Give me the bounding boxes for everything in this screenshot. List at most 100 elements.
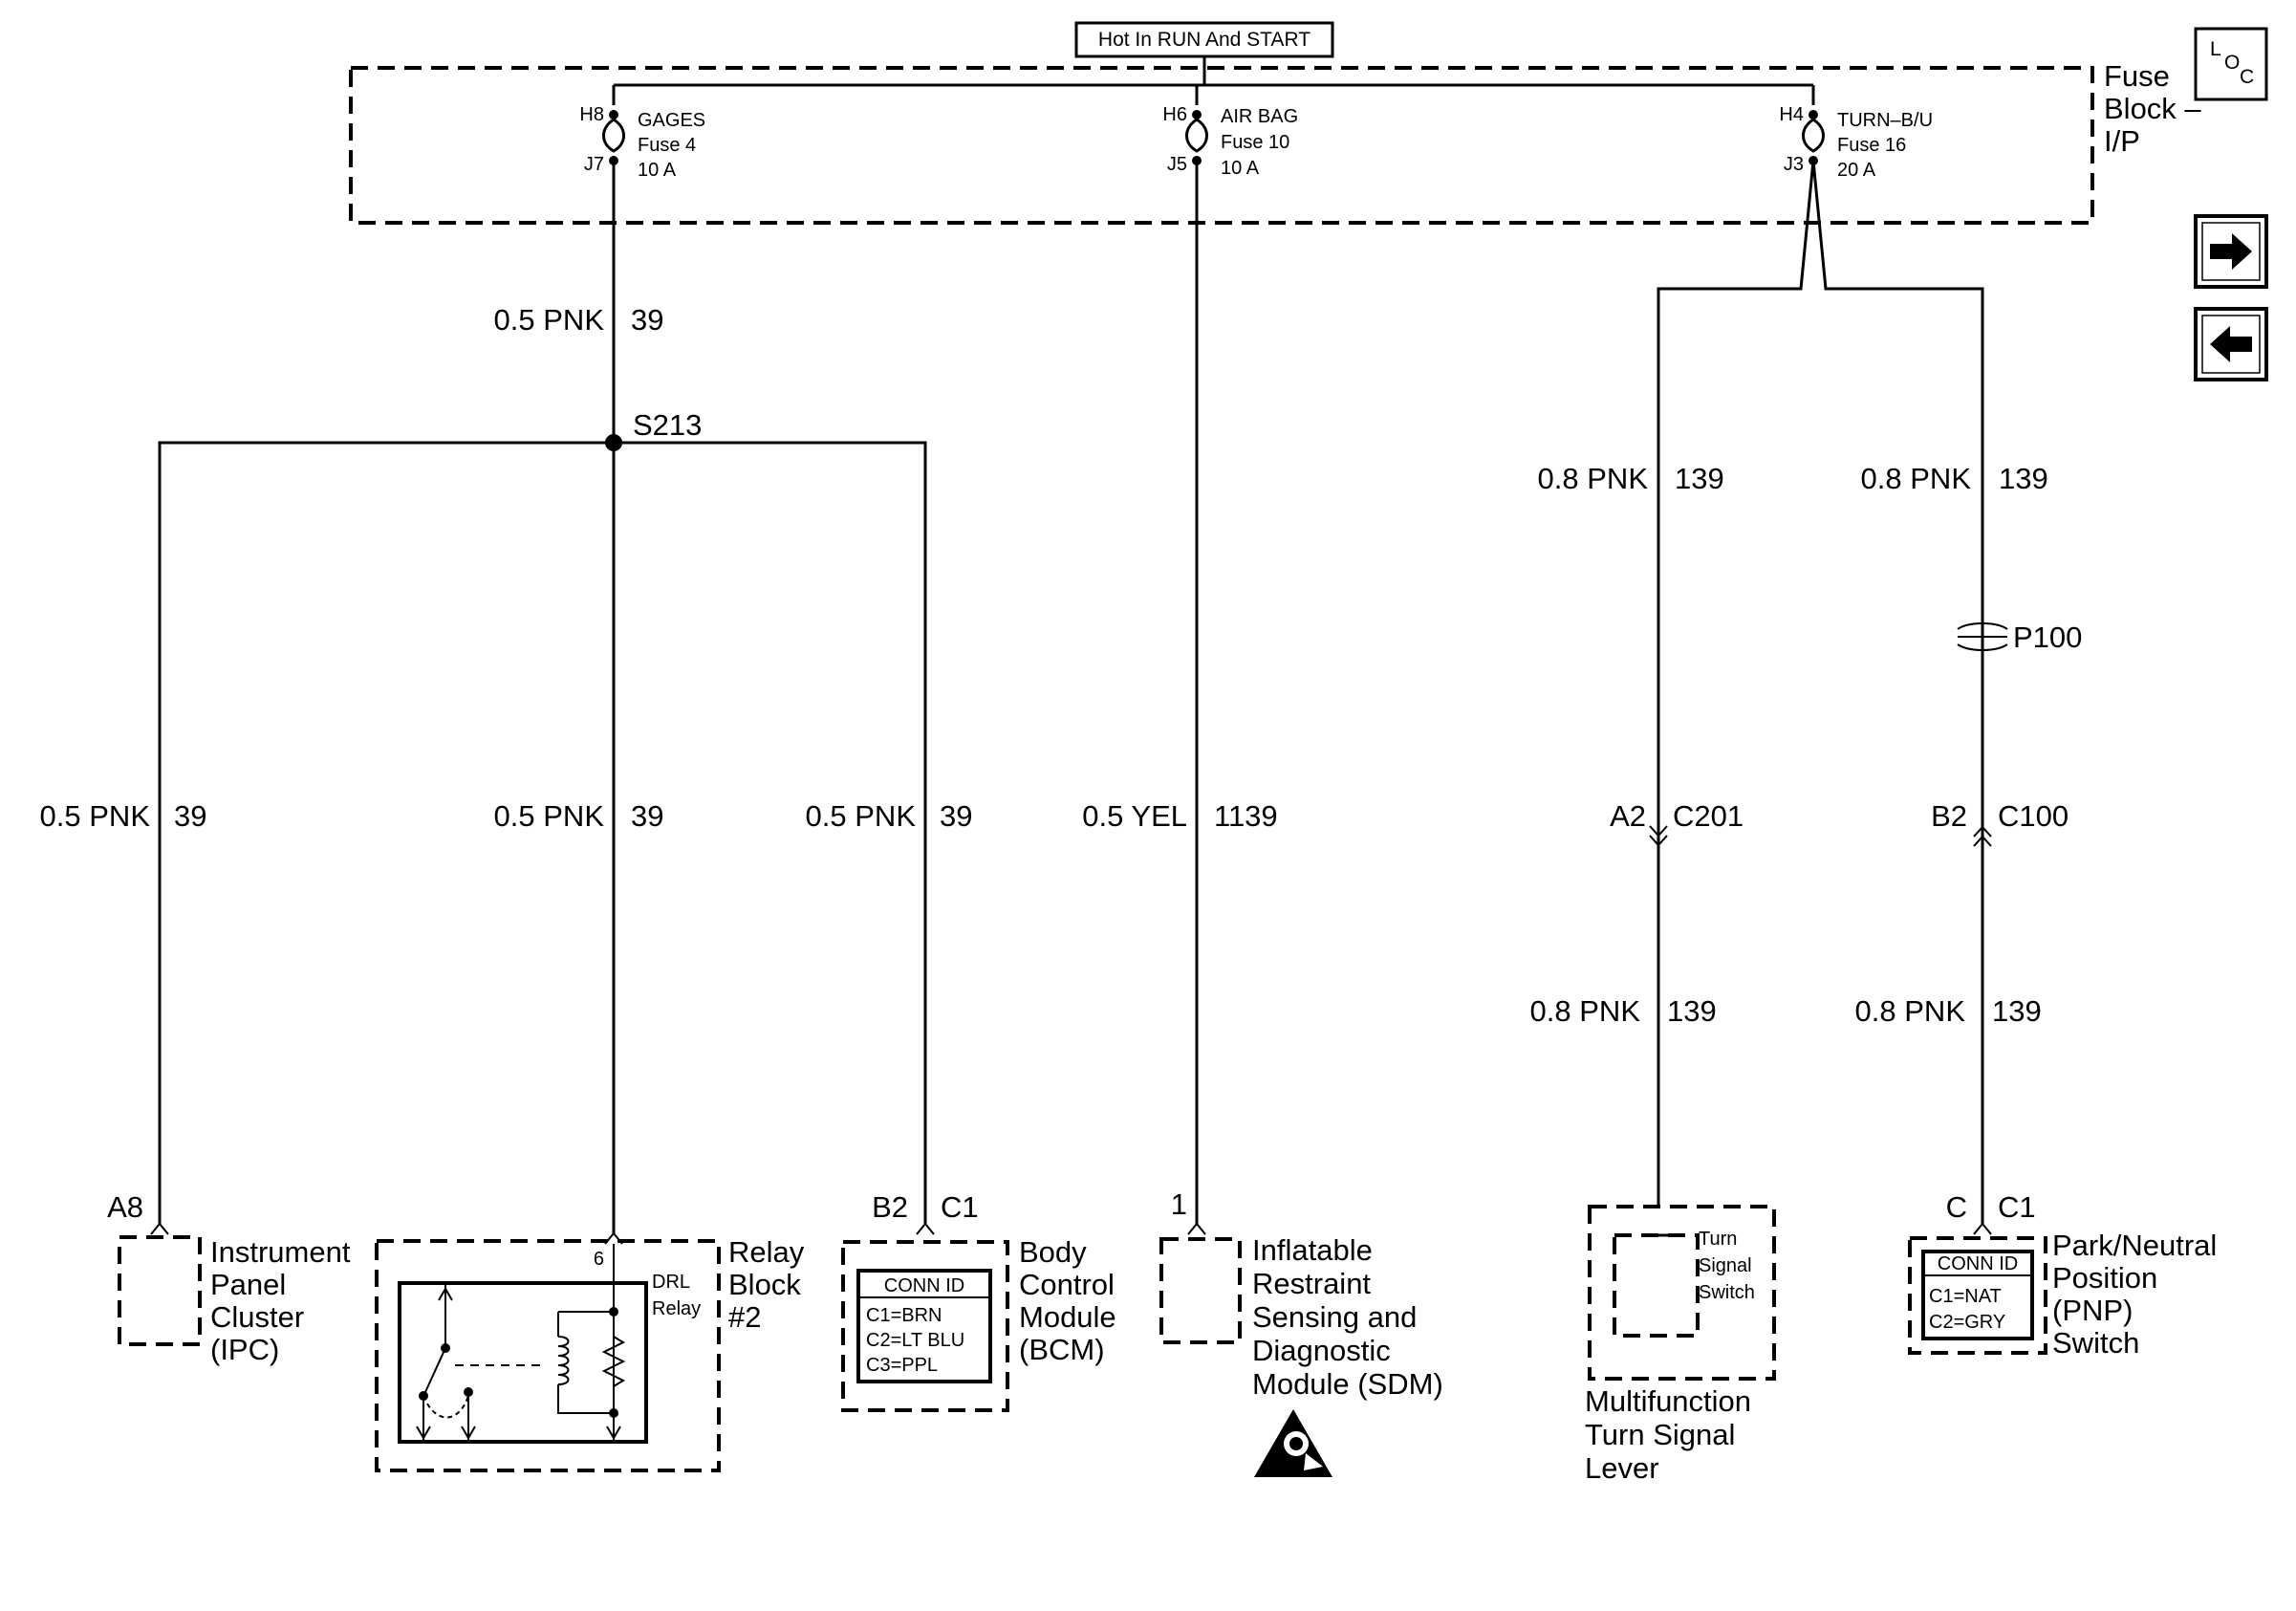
wire-pnp-upper-gauge: 0.8 PNK xyxy=(1861,462,1972,495)
c201-pin: A2 xyxy=(1610,799,1646,833)
airbag-warning-icon xyxy=(1254,1409,1332,1477)
wire-gages-circuit: 39 xyxy=(631,303,663,337)
fuse-airbag: H6 J5 AIR BAG Fuse 10 10 A xyxy=(1162,104,1298,179)
pnp-name-3: (PNP) xyxy=(2052,1294,2133,1327)
pnp-connector: C1 xyxy=(1998,1190,2036,1224)
pnp-pin: C xyxy=(1946,1190,1967,1224)
pnp-conn-id-2: C2=GRY xyxy=(1929,1312,2005,1333)
sdm-outline xyxy=(1159,1237,1242,1344)
p100-passthrough xyxy=(1957,622,2008,651)
ipc-name-4: (IPC) xyxy=(210,1333,279,1366)
relay-block-outline xyxy=(375,1239,721,1472)
drl-relay-schematic xyxy=(416,1283,626,1442)
pnp-name-4: Switch xyxy=(2052,1326,2139,1360)
fuse-gages-number: Fuse 4 xyxy=(638,135,696,156)
turn-switch-label-2: Signal xyxy=(1699,1255,1752,1276)
wire-relay-gauge: 0.5 PNK xyxy=(494,799,605,833)
fuse-airbag-name: AIR BAG xyxy=(1221,106,1298,127)
c100-label: C100 xyxy=(1998,799,2069,833)
arrow-left-icon[interactable] xyxy=(2194,307,2268,381)
wire-ipc-gauge: 0.5 PNK xyxy=(40,799,151,833)
turn-lever-name-3: Lever xyxy=(1585,1451,1659,1485)
fuse-airbag-number: Fuse 10 xyxy=(1221,132,1289,153)
pnp-name-2: Position xyxy=(2052,1261,2157,1295)
fuse-gages-rating: 10 A xyxy=(638,160,677,181)
wire-sdm-circuit: 1139 xyxy=(1214,799,1278,833)
wire-ipc-circuit: 39 xyxy=(174,799,206,833)
sdm-name-1: Inflatable xyxy=(1252,1233,1373,1267)
wire-pnp-lower-circuit: 139 xyxy=(1992,994,2042,1028)
fuse-airbag-out-pin: J5 xyxy=(1167,154,1187,175)
loc-icon[interactable]: L O C xyxy=(2194,27,2268,101)
pnp-conn-id-box xyxy=(1921,1250,2034,1340)
ipc-name-3: Cluster xyxy=(210,1300,304,1334)
fuse-gages-in-pin: H8 xyxy=(579,104,604,125)
wire-sdm-gauge: 0.5 YEL xyxy=(1082,799,1187,833)
wire-relay-circuit: 39 xyxy=(631,799,663,833)
bcm-conn-id-2: C2=LT BLU xyxy=(866,1330,964,1351)
bcm-conn-id-title: CONN ID xyxy=(884,1275,964,1296)
fuse-turn-in-pin: H4 xyxy=(1779,104,1804,125)
turn-lever-name-1: Multifunction xyxy=(1585,1384,1751,1418)
wire-turn-lower-gauge: 0.8 PNK xyxy=(1530,994,1641,1028)
fuse-turn-name: TURN–B/U xyxy=(1837,110,1933,131)
fuse-airbag-in-pin: H6 xyxy=(1162,104,1187,125)
relay-block-name-1: Relay xyxy=(728,1235,805,1269)
turn-switch-outline xyxy=(1613,1233,1700,1338)
turn-switch-label-1: Turn xyxy=(1699,1229,1737,1250)
power-label: Hot In RUN And START xyxy=(1098,29,1310,51)
ipc-outline xyxy=(118,1235,202,1346)
fuse-turn-out-pin: J3 xyxy=(1784,154,1804,175)
bcm-conn-id-box xyxy=(856,1269,992,1383)
drl-relay-label-2: Relay xyxy=(652,1298,701,1319)
fuse-airbag-rating: 10 A xyxy=(1221,158,1260,179)
p100-label: P100 xyxy=(2013,620,2082,654)
fuse-block-name-3: I/P xyxy=(2104,124,2140,158)
turn-switch-label-3: Switch xyxy=(1699,1282,1755,1303)
ipc-name-1: Instrument xyxy=(210,1235,351,1269)
fuse-turn-rating: 20 A xyxy=(1837,160,1876,181)
sdm-pin: 1 xyxy=(1171,1187,1187,1221)
ipc-pin: A8 xyxy=(107,1190,143,1224)
bcm-conn-id-1: C1=BRN xyxy=(866,1305,942,1326)
fuse-gages-out-pin: J7 xyxy=(584,154,604,175)
relay-pin: 6 xyxy=(594,1249,604,1270)
pnp-name-1: Park/Neutral xyxy=(2052,1229,2217,1262)
fuse-turn-number: Fuse 16 xyxy=(1837,135,1906,156)
fuse-gages: H8 J7 GAGES Fuse 4 10 A xyxy=(579,104,705,181)
sdm-name-2: Restraint xyxy=(1252,1267,1371,1300)
pnp-conn-id-1: C1=NAT xyxy=(1929,1286,2002,1307)
bcm-name-4: (BCM) xyxy=(1019,1333,1105,1366)
bcm-name-1: Body xyxy=(1019,1235,1087,1269)
wire-bcm-circuit: 39 xyxy=(940,799,972,833)
sdm-name-3: Sensing and xyxy=(1252,1300,1417,1334)
turn-lever-outline xyxy=(1588,1205,1776,1381)
wire-turn-upper-circuit: 139 xyxy=(1675,462,1724,495)
fuse-turn-bu: H4 J3 TURN–B/U Fuse 16 20 A xyxy=(1779,104,1933,181)
relay-block-name-2: Block xyxy=(728,1268,801,1301)
c100-pin: B2 xyxy=(1931,799,1967,833)
fuse-block-name-1: Fuse xyxy=(2104,59,2170,93)
splice-s213-label: S213 xyxy=(633,408,702,442)
arrow-right-icon[interactable] xyxy=(2194,214,2268,289)
wire-gages-gauge: 0.5 PNK xyxy=(494,303,605,337)
sdm-name-4: Diagnostic xyxy=(1252,1334,1391,1367)
fuse-gages-name: GAGES xyxy=(638,110,705,131)
wire-turn-lower-circuit: 139 xyxy=(1667,994,1717,1028)
fuse-block-name-2: Block – xyxy=(2104,92,2201,125)
pnp-conn-id-title: CONN ID xyxy=(1938,1253,2018,1274)
c201-label: C201 xyxy=(1673,799,1744,833)
wire-pnp-upper-circuit: 139 xyxy=(1999,462,2048,495)
turn-lever-name-2: Turn Signal xyxy=(1585,1418,1735,1451)
bcm-outline xyxy=(841,1240,1009,1412)
relay-block-name-3: #2 xyxy=(728,1300,761,1334)
wire-turn-upper-gauge: 0.8 PNK xyxy=(1538,462,1649,495)
sdm-name-5: Module (SDM) xyxy=(1252,1367,1443,1401)
svg-text:O: O xyxy=(2224,52,2240,74)
ipc-name-2: Panel xyxy=(210,1268,286,1301)
wire-bcm-gauge: 0.5 PNK xyxy=(806,799,917,833)
svg-text:L: L xyxy=(2210,38,2221,60)
drl-relay-box xyxy=(398,1281,648,1444)
pnp-outline xyxy=(1908,1236,2047,1355)
